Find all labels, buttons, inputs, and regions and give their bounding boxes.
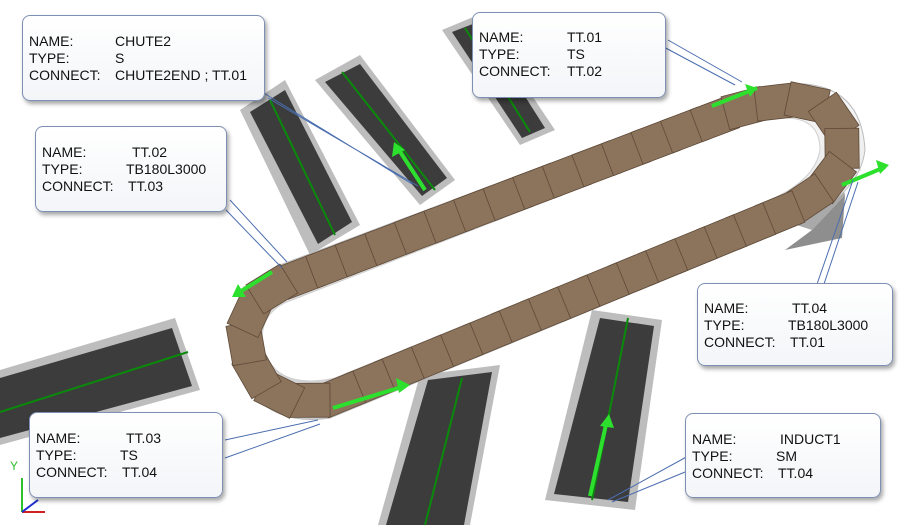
callout-tt03[interactable]: NAME: TT.03 TYPE: TS CONNECT: TT.04 (29, 412, 223, 498)
connect-value: CHUTE2END ; TT.01 (115, 67, 247, 83)
chute-induct1[interactable] (545, 310, 662, 510)
connect-value: TT.04 (122, 464, 158, 480)
chute-upper-left[interactable] (240, 80, 360, 255)
flow-arrow-tt03 (332, 378, 410, 410)
flow-arrows (232, 84, 889, 497)
connect-label: CONNECT: (704, 334, 776, 350)
name-value: CHUTE2 (115, 33, 172, 49)
name-value: TT.04 (792, 300, 828, 316)
name-label: NAME: (704, 300, 749, 316)
name-label: NAME: (692, 431, 737, 447)
axis-triad: Y (10, 459, 45, 513)
callout-leaders (224, 39, 859, 503)
type-value: TB180L3000 (788, 317, 869, 333)
flow-arrow-tt04 (841, 160, 889, 187)
flow-arrow-tt02 (232, 270, 274, 297)
connect-label: CONNECT: (479, 63, 551, 79)
name-label: NAME: (479, 29, 524, 45)
callout-chute2[interactable]: NAME: CHUTE2 TYPE: S CONNECT: CHUTE2END ; T… (22, 15, 265, 101)
connect-label: CONNECT: (42, 178, 114, 194)
tilt-tray-chain (225, 81, 860, 419)
type-value: TS (567, 46, 585, 62)
name-value: TT.02 (132, 144, 168, 160)
type-value: SM (776, 448, 797, 464)
type-label: TYPE: (36, 447, 77, 463)
name-label: NAME: (29, 33, 74, 49)
name-value: TT.01 (567, 29, 603, 45)
tray (245, 263, 299, 315)
callout-induct1[interactable]: NAME: INDUCT1 TYPE: SM CONNECT: TT.04 (685, 413, 881, 498)
callout-tt04[interactable]: NAME: TT.04 TYPE: TB180L3000 CONNECT: TT.01 (697, 283, 893, 366)
name-value: INDUCT1 (780, 431, 841, 447)
type-label: TYPE: (29, 50, 70, 66)
callout-tt01[interactable]: NAME: TT.01 TYPE: TS CONNECT: TT.02 (472, 12, 666, 98)
name-label: NAME: (42, 144, 87, 160)
flow-arrow-chute2 (392, 142, 427, 192)
type-label: TYPE: (692, 448, 733, 464)
type-label: TYPE: (479, 46, 520, 62)
connect-value: TT.02 (567, 63, 603, 79)
connect-label: CONNECT: (29, 67, 101, 83)
type-value: S (115, 50, 125, 66)
callout-tt02[interactable]: NAME: TT.02 TYPE: TB180L3000 CONNECT: TT.03 (35, 126, 227, 212)
chute-chute2[interactable] (315, 55, 455, 205)
type-label: TYPE: (704, 317, 745, 333)
type-label: TYPE: (42, 161, 83, 177)
type-value: TS (120, 447, 138, 463)
connect-label: CONNECT: (36, 464, 108, 480)
connect-value: TT.03 (128, 178, 164, 194)
connect-label: CONNECT: (692, 465, 764, 481)
connect-value: TT.04 (778, 465, 814, 481)
chute-bottom-center[interactable] (378, 365, 500, 525)
connect-value: TT.01 (790, 334, 826, 350)
flow-arrow-induct1 (588, 414, 614, 497)
type-value: TB180L3000 (126, 161, 207, 177)
name-label: NAME: (36, 430, 81, 446)
name-value: TT.03 (126, 430, 162, 446)
axis-y-label: Y (10, 459, 18, 473)
flow-arrow-tt01 (711, 84, 758, 108)
